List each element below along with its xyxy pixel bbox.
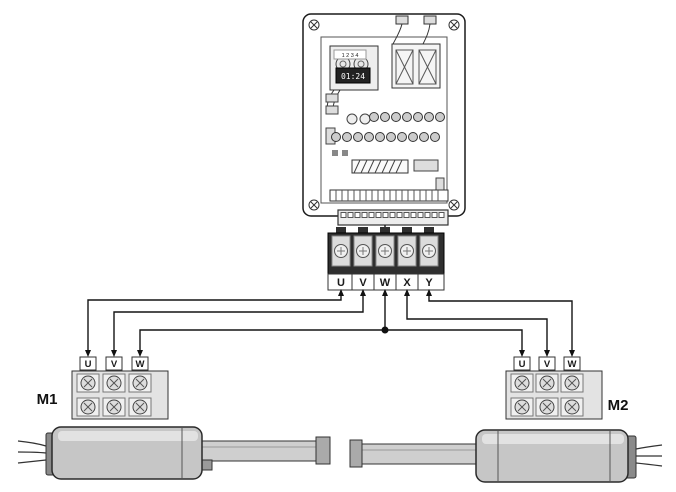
m1-label-plate — [79, 356, 97, 371]
m2-actuator — [349, 429, 663, 483]
component — [325, 105, 339, 115]
m1-body-highlight — [58, 431, 198, 441]
m1-cable — [17, 459, 47, 464]
m2-terminal-w: W — [568, 359, 577, 370]
block-label-row — [327, 273, 445, 291]
block-tab — [380, 227, 390, 233]
corner-screw — [308, 199, 320, 211]
main-terminal-block: U V W X Y — [327, 227, 445, 291]
screw-terminal-row — [331, 132, 440, 142]
wire-junction-dot — [381, 326, 389, 334]
m1-terminal-u: U — [85, 359, 92, 370]
m2-terminal-block: U V W — [505, 356, 603, 420]
m1-terminal-v: V — [111, 359, 118, 370]
screw-terminal-row — [369, 112, 445, 122]
corner-screw — [308, 19, 320, 31]
m1-cable — [17, 451, 47, 454]
terminal-label-y: Y — [425, 277, 433, 289]
m2-cable — [635, 462, 663, 467]
m1-piston-rod — [195, 440, 319, 462]
relay-module — [391, 43, 441, 89]
m1-terminal-w: W — [136, 359, 145, 370]
m1-cable — [17, 440, 47, 447]
led — [342, 150, 348, 156]
terminal-label-u: U — [337, 277, 345, 289]
m1-screws — [76, 373, 152, 417]
m1-rod-bracket — [315, 436, 331, 465]
external-pin-strip — [337, 209, 449, 229]
corner-screw — [448, 19, 460, 31]
top-connector — [423, 15, 437, 25]
m2-label-plate — [563, 356, 581, 371]
wire-arrows-down — [85, 350, 575, 357]
m2-screws — [510, 373, 584, 417]
m1-actuator — [17, 426, 331, 480]
m1-label: M1 — [37, 391, 58, 408]
board-wire — [422, 23, 431, 45]
block-tab — [424, 227, 434, 233]
m1-terminal-block: U V W — [71, 356, 169, 420]
component — [325, 93, 339, 103]
m2-label: M2 — [608, 397, 629, 414]
pin-label-plate — [333, 49, 367, 60]
m2-terminal-u: U — [519, 359, 526, 370]
wire-arrows-up — [338, 289, 432, 296]
wire-u-to-m1 — [87, 291, 342, 351]
board-inner-frame — [320, 36, 448, 204]
m1-label-plate — [131, 356, 149, 371]
block-screws — [334, 244, 436, 258]
wire-w-to-m1 — [139, 291, 386, 351]
wire-w-to-m2 — [385, 329, 523, 351]
m1-label-plate — [105, 356, 123, 371]
m2-body-highlight — [482, 434, 624, 444]
block-tab — [358, 227, 368, 233]
m2-piston-rod — [361, 443, 479, 465]
terminal-label-v: V — [359, 277, 367, 289]
fuse — [346, 113, 358, 125]
m2-label-plate — [513, 356, 531, 371]
board-wire — [392, 23, 403, 45]
pin-label-text: 1 2 3 4 — [342, 53, 359, 59]
control-board: 1 2 3 4 01:24 — [302, 13, 466, 217]
display-text: 01:24 — [341, 72, 365, 81]
display-module: 01:24 — [335, 67, 371, 84]
m2-label-plate — [538, 356, 556, 371]
wire-x-to-m2 — [406, 291, 548, 351]
wire-v-to-m1 — [113, 291, 364, 351]
corner-screw — [448, 199, 460, 211]
block-tab — [336, 227, 346, 233]
wiring — [87, 291, 573, 351]
terminal-label-w: W — [380, 277, 391, 289]
top-connector — [395, 15, 409, 25]
component — [413, 159, 439, 172]
m2-cable — [635, 444, 663, 450]
block-tab — [402, 227, 412, 233]
led — [332, 150, 338, 156]
pin-strip — [329, 189, 449, 202]
fuse — [359, 113, 371, 125]
m2-rod-bracket — [349, 439, 363, 468]
hatched-connector — [351, 159, 409, 174]
terminal-label-x: X — [403, 277, 411, 289]
m2-terminal-v: V — [544, 359, 551, 370]
wire-y-to-m2 — [428, 291, 573, 351]
